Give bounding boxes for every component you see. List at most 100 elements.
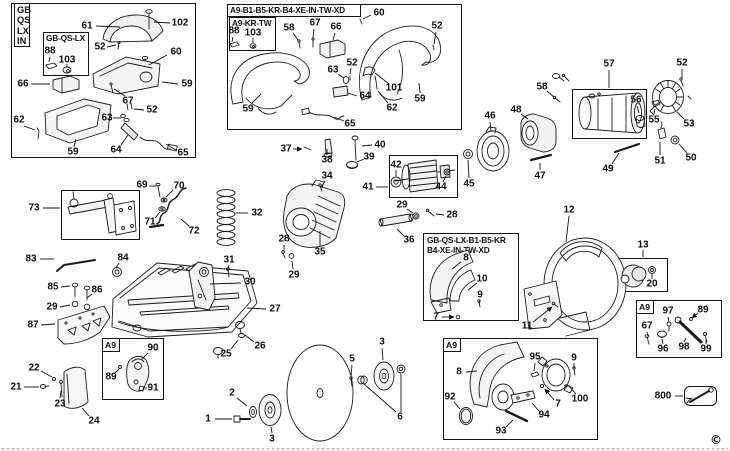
leader-line-2 [236,397,248,407]
tag-country-line: LX [17,25,29,36]
part-label-70: 70 [173,180,185,192]
part-label-56: 56 [630,94,642,106]
part-label-52: 52 [676,57,688,69]
part-label-92: 92 [444,391,456,403]
part-label-97: 97 [662,305,674,317]
part-label-31: 31 [223,254,235,266]
leader-line-58 [546,90,555,98]
part-label-21: 21 [10,381,22,393]
part-label-69: 69 [136,179,148,191]
part-label-52: 52 [431,20,443,32]
part-label-28: 28 [278,233,290,245]
leader-line-71 [154,211,161,219]
part-label-34: 34 [321,170,333,182]
part-label-71: 71 [144,216,156,228]
part-label-42: 42 [390,159,402,171]
part-label-50: 50 [685,152,697,164]
region-gb-qs-lx-in [11,3,196,158]
tag-country-line: GB [17,5,31,15]
box-a9-guard-tab: A9 [443,338,461,352]
part-label-88: 88 [44,45,56,57]
part-label-8: 8 [463,252,469,264]
part-label-5: 5 [349,353,355,365]
leader-line-23 [59,390,62,399]
box-a9-bracket-tab: A9 [102,338,120,352]
part-label-93: 93 [495,425,507,437]
part-label-63: 63 [327,64,339,76]
part-label-62: 62 [386,102,398,114]
leader-line-6 [363,383,397,413]
part-label-37: 37 [280,143,292,155]
part-label-26: 26 [254,340,266,352]
part-label-6: 6 [397,411,403,423]
leader-line-30 [209,282,242,285]
tag-country-line: IN [17,36,27,47]
part-label-47: 47 [534,170,546,182]
part-label-61: 61 [81,20,93,32]
part-label-65: 65 [177,147,189,159]
part-label-67: 67 [309,17,321,29]
part-label-103: 103 [244,27,262,39]
part-label-20: 20 [646,278,658,290]
part-label-65: 65 [344,118,356,130]
part-label-44: 44 [435,181,447,193]
part-label-24: 24 [88,415,100,427]
part-label-9: 9 [571,352,577,364]
part-label-91: 91 [147,382,159,394]
part-label-60: 60 [170,46,182,58]
part-label-2: 2 [229,387,235,399]
sub-box-a9-kr-tw: A9-KR-TW [229,17,276,51]
part-label-83: 83 [25,253,37,265]
part-label-46: 46 [484,110,496,122]
part-label-103: 103 [58,54,76,66]
leader-line-40 [361,144,373,147]
leader-line-55 [653,108,656,115]
part-label-59: 59 [181,78,193,90]
part-label-64: 64 [359,90,371,102]
part-label-53: 53 [683,118,695,130]
tag-country-line: QS [17,15,31,26]
part-label-88: 88 [228,25,240,37]
part-label-29: 29 [46,301,58,313]
part-label-40: 40 [374,139,386,151]
part-label-63: 63 [101,112,113,124]
part-label-22: 22 [28,362,40,374]
leader-line-22 [40,370,53,378]
part-label-67: 67 [122,95,134,107]
part-label-39: 39 [363,151,375,163]
part-label-27: 27 [269,303,281,315]
part-label-52: 52 [346,57,358,69]
part-label-94: 94 [538,409,550,421]
leader-line-29 [291,260,294,270]
box-armature-41 [389,155,458,198]
box-wrench-800 [684,386,717,406]
box-guard-variants-title-line: GB-QS-LX-B1-B5-KR [427,235,506,245]
part-label-99: 99 [700,343,712,355]
leader-line-87 [40,323,56,326]
part-label-58: 58 [536,81,548,93]
part-label-10: 10 [476,273,488,285]
part-label-38: 38 [321,154,333,166]
part-label-30: 30 [244,276,256,288]
part-label-41: 41 [362,181,374,193]
part-label-25: 25 [220,348,232,360]
part-label-35: 35 [314,246,326,258]
leader-line-26 [244,334,255,343]
part-label-72: 72 [188,225,200,237]
part-label-45: 45 [463,178,475,190]
leader-line-46 [489,121,492,132]
part-label-29: 29 [288,269,300,281]
part-label-23: 23 [54,398,66,410]
tag-a9-b1-title: A9-B1-B5-KR-B4-XE-IN-TW-XD [230,5,345,15]
part-label-52: 52 [94,41,106,53]
part-label-95: 95 [529,351,541,363]
leader-line-29 [406,208,414,214]
leader-line-5 [350,364,353,377]
leader-line-84 [115,262,120,269]
tag-a9-b1: A9-B1-B5-KR-B4-XE-IN-TW-XD [227,4,361,17]
part-label-87: 87 [27,319,39,331]
box-a9-hardware-tab: A9 [636,300,654,314]
leader-line-34 [321,180,326,187]
